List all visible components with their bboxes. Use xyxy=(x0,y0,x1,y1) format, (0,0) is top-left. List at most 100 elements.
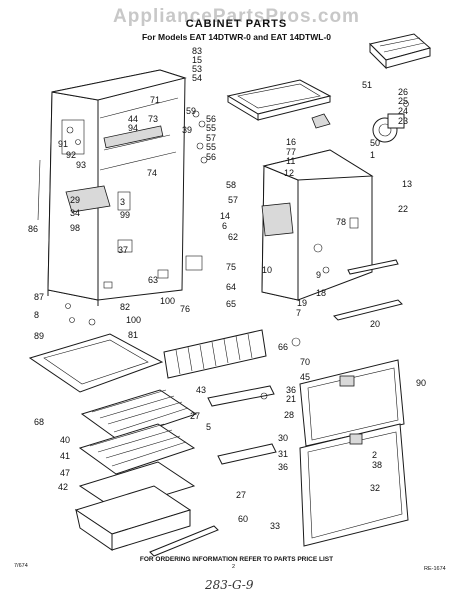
part-number-59: 59 xyxy=(186,106,196,116)
fresh-food-door xyxy=(299,423,409,547)
part-number-51: 51 xyxy=(362,80,372,90)
part-number-29: 29 xyxy=(70,195,80,205)
freezer-door xyxy=(299,359,405,447)
part-number-100: 100 xyxy=(126,315,141,325)
part-number-99: 99 xyxy=(120,210,130,220)
part-number-53: 53 xyxy=(192,64,202,74)
part-number-91: 91 xyxy=(58,139,68,149)
part-number-76: 76 xyxy=(180,304,190,314)
part-number-2: 2 xyxy=(372,450,377,460)
handwritten-note: 283-G-9 xyxy=(205,578,254,592)
part-number-57: 57 xyxy=(228,195,238,205)
part-number-74: 74 xyxy=(147,168,157,178)
part-number-89: 89 xyxy=(34,331,44,341)
drawer-rail xyxy=(149,525,219,557)
part-number-16: 16 xyxy=(286,137,296,147)
diagram-subtitle: For Models EAT 14DTWR-0 and EAT 14DTWL-0 xyxy=(141,32,332,42)
part-number-3: 3 xyxy=(120,197,125,207)
part-number-5: 5 xyxy=(206,422,211,432)
cabinet-shell xyxy=(37,69,187,306)
part-number-54: 54 xyxy=(192,73,202,83)
part-number-57: 57 xyxy=(206,133,216,143)
part-number-39: 39 xyxy=(182,125,192,135)
part-number-73: 73 xyxy=(148,114,158,124)
part-number-36: 36 xyxy=(278,462,288,472)
part-number-78: 78 xyxy=(336,217,346,227)
crisper-drawer xyxy=(74,485,192,551)
part-number-45: 45 xyxy=(300,372,310,382)
part-number-30: 30 xyxy=(278,433,288,443)
part-number-82: 82 xyxy=(120,302,130,312)
part-number-63: 63 xyxy=(148,275,158,285)
page-number: 2 xyxy=(232,564,236,570)
part-number-7: 7 xyxy=(296,308,301,318)
part-number-66: 66 xyxy=(278,342,288,352)
trim-strip-upper xyxy=(333,299,403,321)
part-number-34: 34 xyxy=(70,208,80,218)
wire-shelf-lower xyxy=(78,423,196,475)
hinge-bar xyxy=(207,385,275,407)
watermark: AppliancePartsPros.com xyxy=(113,6,360,27)
part-number-58: 58 xyxy=(226,180,236,190)
part-number-27: 27 xyxy=(190,411,200,421)
part-number-21: 21 xyxy=(286,394,296,404)
fresh-food-liner xyxy=(261,149,374,301)
part-number-94: 94 xyxy=(128,123,138,133)
part-number-93: 93 xyxy=(76,160,86,170)
part-number-22: 22 xyxy=(398,204,408,214)
part-number-19: 19 xyxy=(297,298,307,308)
part-number-47: 47 xyxy=(60,468,70,478)
part-number-65: 65 xyxy=(226,299,236,309)
part-number-42: 42 xyxy=(58,482,68,492)
part-number-68: 68 xyxy=(34,417,44,427)
part-number-50: 50 xyxy=(370,138,380,148)
part-number-44: 44 xyxy=(128,114,138,124)
part-number-20: 20 xyxy=(370,319,380,329)
part-number-9: 9 xyxy=(316,270,321,280)
part-number-36: 36 xyxy=(286,385,296,395)
part-number-15: 15 xyxy=(192,55,202,65)
ice-tray xyxy=(369,33,432,70)
part-number-40: 40 xyxy=(60,435,70,445)
part-number-37: 37 xyxy=(118,245,128,255)
part-number-90: 90 xyxy=(416,378,426,388)
part-number-23: 23 xyxy=(398,116,408,126)
part-number-75: 75 xyxy=(226,262,236,272)
part-number-1: 1 xyxy=(370,150,375,160)
part-number-10: 10 xyxy=(262,265,272,275)
part-number-64: 64 xyxy=(226,282,236,292)
part-number-38: 38 xyxy=(372,460,382,470)
part-number-14: 14 xyxy=(220,211,230,221)
part-number-24: 24 xyxy=(398,106,408,116)
center-stop xyxy=(217,443,277,465)
part-number-77: 77 xyxy=(286,147,296,157)
part-number-33: 33 xyxy=(270,521,280,531)
part-number-28: 28 xyxy=(284,410,294,420)
part-number-100: 100 xyxy=(160,296,175,306)
part-number-87: 87 xyxy=(34,292,44,302)
part-number-31: 31 xyxy=(278,449,288,459)
part-number-32: 32 xyxy=(370,483,380,493)
wire-shelf-upper xyxy=(80,389,198,441)
part-number-27: 27 xyxy=(236,490,246,500)
hardware-fasteners xyxy=(65,101,409,400)
part-number-62: 62 xyxy=(228,232,238,242)
front-grille xyxy=(163,329,267,379)
part-number-55: 55 xyxy=(206,142,216,152)
drip-tray xyxy=(28,333,164,393)
part-number-25: 25 xyxy=(398,96,408,106)
diagram-title: CABINET PARTS xyxy=(185,18,288,30)
part-number-86: 86 xyxy=(28,224,38,234)
part-number-18: 18 xyxy=(316,288,326,298)
trim-strip-lower xyxy=(347,259,399,275)
part-number-12: 12 xyxy=(284,168,294,178)
part-number-8: 8 xyxy=(34,310,39,320)
part-number-60: 60 xyxy=(238,514,248,524)
part-number-13: 13 xyxy=(402,179,412,189)
part-number-98: 98 xyxy=(70,223,80,233)
part-number-55: 55 xyxy=(206,123,216,133)
part-number-41: 41 xyxy=(60,451,70,461)
ordering-footer: FOR ORDERING INFORMATION REFER TO PARTS … xyxy=(139,556,334,563)
